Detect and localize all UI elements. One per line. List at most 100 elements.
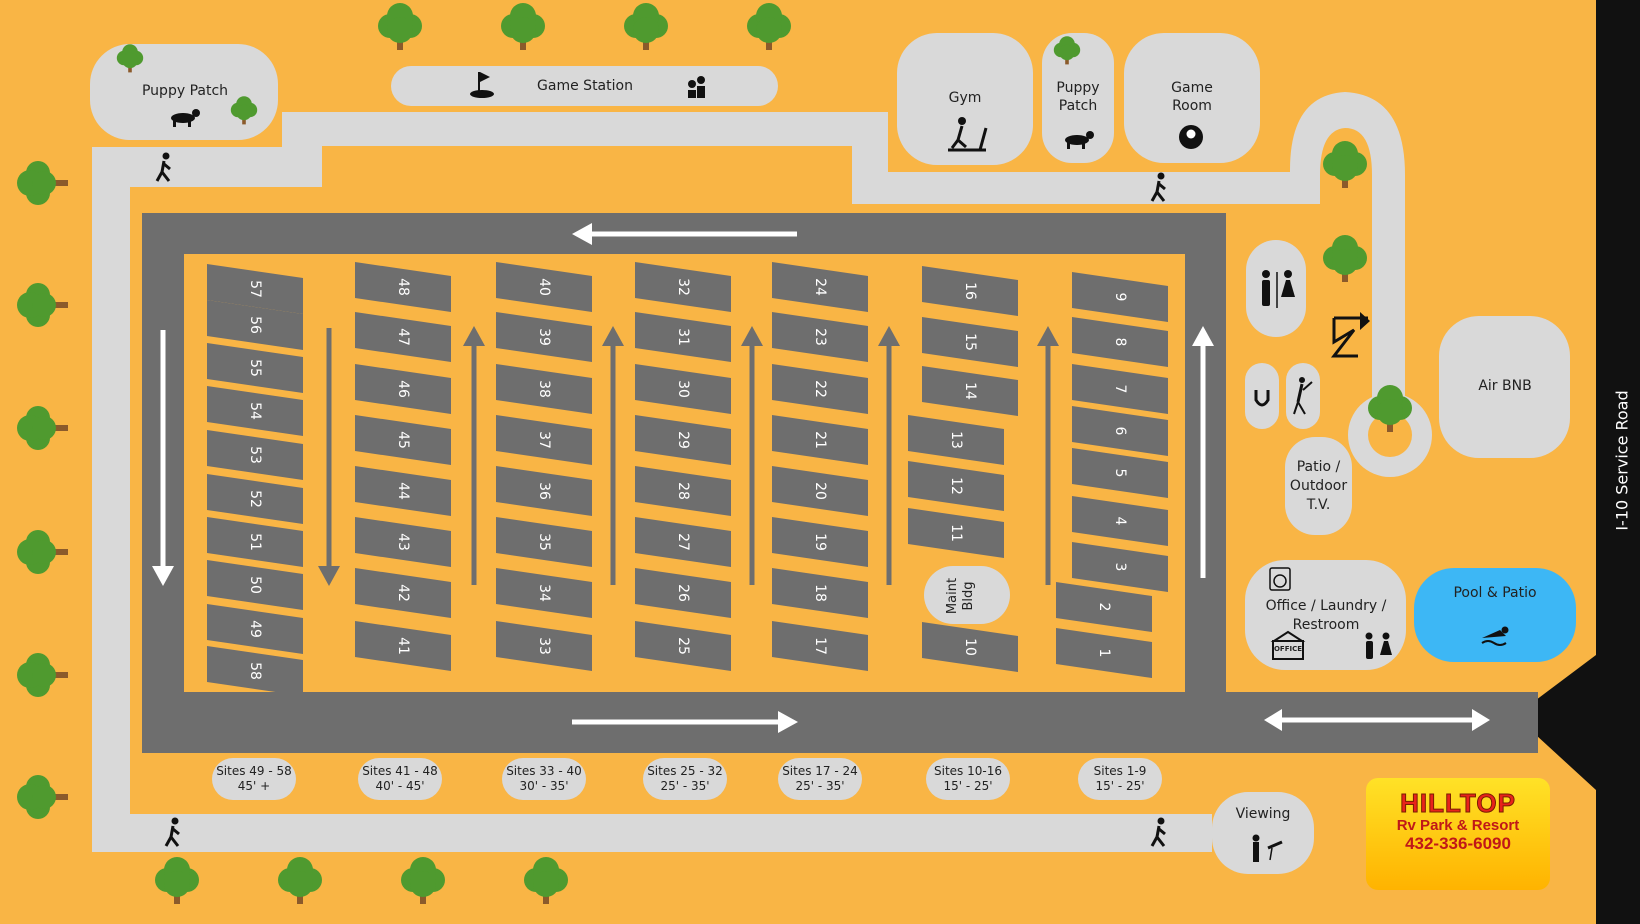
site-number: 46 [395, 380, 411, 398]
site-number: 56 [247, 316, 263, 334]
site-number: 17 [812, 637, 828, 655]
site-number: 1 [1096, 649, 1112, 658]
pool-blob [1414, 568, 1576, 662]
site-pad [1072, 406, 1168, 456]
site-pad [1072, 496, 1168, 546]
site-number: 6 [1112, 427, 1128, 436]
site-pad [772, 517, 868, 567]
site-number: 18 [812, 584, 828, 602]
viewing-label: Viewing [1235, 806, 1291, 822]
service-road-strip [1536, 0, 1640, 924]
site-number: 21 [812, 431, 828, 449]
service-road-label: I-10 Service Road [1608, 380, 1636, 540]
brand-tagline: Rv Park & Resort [1396, 817, 1520, 834]
pedestrian-icon [1150, 172, 1166, 202]
site-pad [496, 517, 592, 567]
tree-icon [17, 406, 68, 450]
site-pad [1056, 582, 1152, 632]
site-number: 49 [247, 620, 263, 638]
tree-icon [401, 857, 445, 904]
golf-flag-icon [470, 72, 494, 98]
site-group-size: 30' - 35' [519, 779, 569, 793]
tree-icon [747, 3, 791, 50]
site-number: 12 [948, 477, 964, 495]
office-sign-label: OFFICE [1273, 645, 1303, 653]
site-pad [355, 466, 451, 516]
tree-icon [17, 161, 68, 205]
site-pad [207, 517, 303, 567]
site-pad [355, 415, 451, 465]
site-pad [772, 466, 868, 516]
site-number: 5 [1112, 469, 1128, 478]
site-pad [635, 517, 731, 567]
site-group-size: 40' - 45' [375, 779, 425, 793]
site-number: 42 [395, 584, 411, 602]
site-number: 2 [1096, 603, 1112, 612]
site-pad [355, 621, 451, 671]
tree-icon [17, 653, 68, 697]
site-pad [207, 604, 303, 654]
site-number: 45 [395, 431, 411, 449]
trees [17, 3, 1412, 904]
site-number: 29 [675, 431, 691, 449]
tree-circle [1368, 413, 1412, 457]
site-pad [207, 264, 303, 314]
site-number: 20 [812, 482, 828, 500]
gym-label: Gym [948, 90, 982, 106]
site-pad [496, 621, 592, 671]
site-group-sites: Sites 17 - 24 [782, 764, 858, 778]
restroom-icon-office [1365, 632, 1392, 659]
site-number: 44 [395, 482, 411, 500]
site-pad [1072, 448, 1168, 498]
site-group-size: 15' - 25' [1095, 779, 1145, 793]
site-group-sites: Sites 25 - 32 [647, 764, 723, 778]
site-number: 4 [1112, 517, 1128, 526]
traffic-arrows [152, 223, 1490, 733]
dog-icon-2 [1065, 131, 1094, 149]
site-number: 10 [962, 638, 978, 656]
restroom-icon [1262, 270, 1295, 308]
site-number: 26 [675, 584, 691, 602]
site-pad [1072, 317, 1168, 367]
site-number: 34 [536, 584, 552, 602]
site-number: 32 [675, 278, 691, 296]
site-number: 3 [1112, 563, 1128, 572]
pedestrian-icons [155, 152, 1166, 847]
tree-icon [155, 857, 199, 904]
site-pad [1072, 542, 1168, 592]
site-pad [772, 568, 868, 618]
site-pad [496, 312, 592, 362]
site-pad [635, 466, 731, 516]
tree-icon [1053, 36, 1081, 65]
site-pad [908, 508, 1004, 558]
interior-arrows [318, 326, 1059, 586]
site-number: 55 [247, 359, 263, 377]
site-pad [207, 343, 303, 393]
site-pad [207, 386, 303, 436]
site-number: 11 [948, 524, 964, 542]
site-pad [908, 415, 1004, 465]
game-room-label: Game Room [1171, 80, 1213, 114]
amenity-blobs [90, 33, 1570, 874]
site-pad [772, 312, 868, 362]
site-number: 37 [536, 431, 552, 449]
site-pad [635, 621, 731, 671]
pedestrian-icon [1150, 817, 1166, 847]
site-pad [207, 560, 303, 610]
horseshoe-icon [1254, 390, 1270, 407]
site-number: 58 [247, 662, 263, 680]
pedestrian-icon [164, 817, 180, 847]
office-sign-icon [1270, 630, 1306, 660]
site-pad [355, 312, 451, 362]
site-number: 19 [812, 533, 828, 551]
site-number: 22 [812, 380, 828, 398]
site-number: 40 [536, 278, 552, 296]
site-number: 47 [395, 328, 411, 346]
office-label: Office / Laundry / Restroom [1265, 598, 1387, 633]
site-pad [496, 568, 592, 618]
site-number: 16 [962, 282, 978, 300]
site-pad [1072, 364, 1168, 414]
